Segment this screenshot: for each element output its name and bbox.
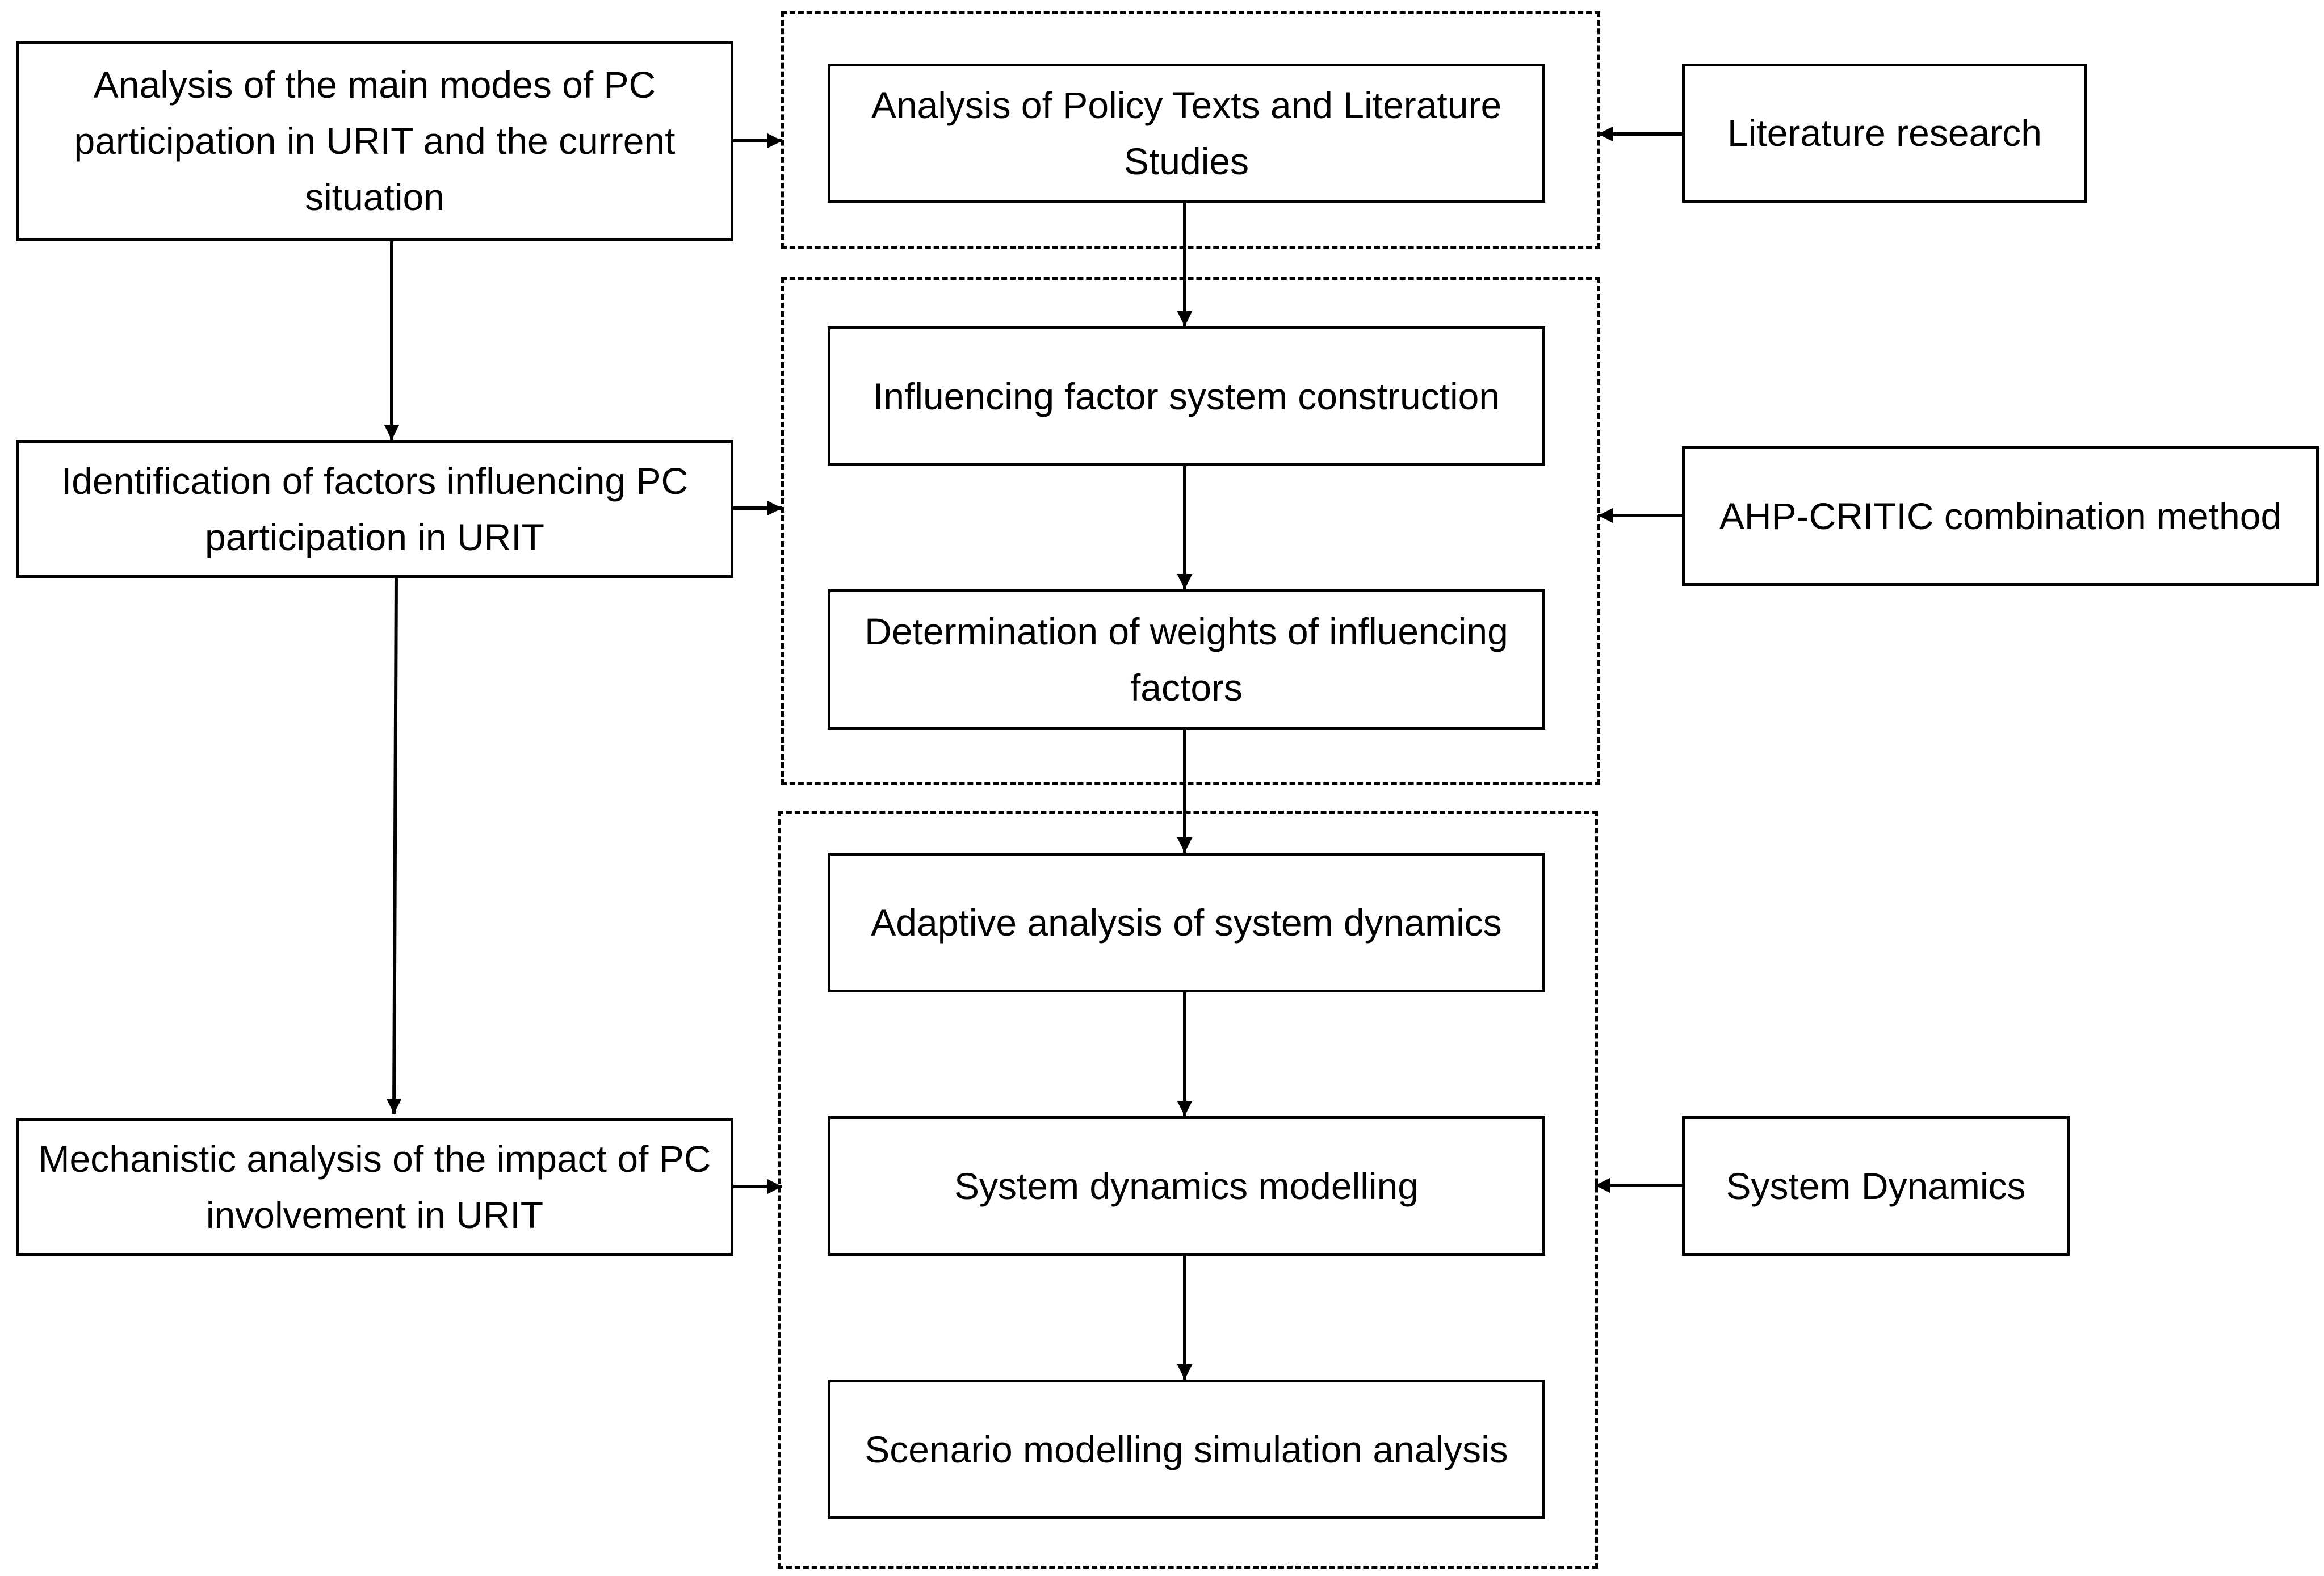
box-literature-research-text: Literature research (1727, 112, 2042, 154)
group-factor-stage (781, 277, 1600, 785)
arrow-factors-to-mechanism (386, 576, 402, 1114)
box-policy-literature-analysis-text: Analysis of Policy Texts and Literature … (871, 83, 1502, 182)
box-adaptive-analysis-text: Adaptive analysis of system dynamics (871, 901, 1502, 944)
box-system-dynamics-modelling: System dynamics modelling (828, 1116, 1545, 1256)
box-factor-system-construction-text: Influencing factor system construction (872, 375, 1500, 417)
box-factor-system-construction: Influencing factor system construction (828, 326, 1545, 466)
box-system-dynamics: System Dynamics (1682, 1116, 2070, 1256)
box-mechanistic-analysis-text: Mechanistic analysis of the impact of PC… (38, 1137, 711, 1236)
box-main-modes-analysis: Analysis of the main modes of PC partici… (16, 41, 733, 241)
group-literature-stage (781, 11, 1600, 249)
box-ahp-critic-method: AHP-CRITIC combination method (1682, 446, 2319, 586)
box-influencing-factors-identification: Identification of factors influencing PC… (16, 440, 733, 578)
box-policy-literature-analysis: Analysis of Policy Texts and Literature … (828, 64, 1545, 203)
box-adaptive-analysis: Adaptive analysis of system dynamics (828, 853, 1545, 992)
box-system-dynamics-text: System Dynamics (1726, 1164, 2026, 1207)
box-scenario-simulation-text: Scenario modelling simulation analysis (865, 1428, 1508, 1470)
box-mechanistic-analysis: Mechanistic analysis of the impact of PC… (16, 1118, 733, 1256)
box-influencing-factors-identification-text: Identification of factors influencing PC… (61, 459, 689, 558)
box-system-dynamics-modelling-text: System dynamics modelling (954, 1164, 1419, 1207)
box-ahp-critic-method-text: AHP-CRITIC combination method (1719, 494, 2282, 537)
box-weights-determination: Determination of weights of influencing … (828, 589, 1545, 730)
box-main-modes-analysis-text: Analysis of the main modes of PC partici… (74, 64, 676, 218)
box-literature-research: Literature research (1682, 64, 2087, 203)
box-weights-determination-text: Determination of weights of influencing … (865, 610, 1508, 709)
group-system-dynamics-stage (778, 811, 1598, 1569)
box-scenario-simulation: Scenario modelling simulation analysis (828, 1380, 1545, 1519)
